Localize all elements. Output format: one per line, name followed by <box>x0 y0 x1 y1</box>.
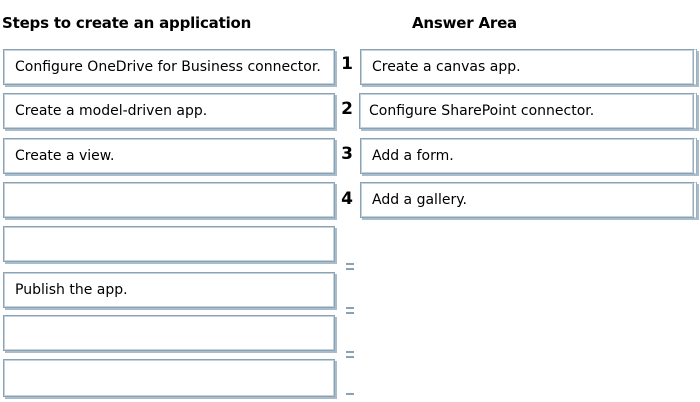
step-label: Create a model-driven app. <box>15 103 208 119</box>
step-item[interactable]: Create a model-driven app. <box>3 93 335 129</box>
drag-handle-icon[interactable] <box>346 263 354 270</box>
drag-handle-icon[interactable] <box>346 393 354 399</box>
step-item[interactable]: Create a view. <box>3 138 335 174</box>
answer-slot-2[interactable]: Configure SharePoint connector. <box>359 93 697 129</box>
step-empty-slot <box>3 359 335 397</box>
step-empty-slot <box>3 315 335 351</box>
drag-handle-icon[interactable] <box>346 351 354 358</box>
answer-slot-1[interactable]: Create a canvas app. <box>360 49 697 85</box>
order-number: 3 <box>341 144 353 164</box>
step-empty-slot <box>3 182 335 218</box>
answer-label: Create a canvas app. <box>372 59 521 75</box>
answer-slot-3[interactable]: Add a form. <box>360 138 697 174</box>
step-label: Configure OneDrive for Business connecto… <box>15 59 321 75</box>
drag-handle-icon[interactable] <box>346 307 354 314</box>
order-number: 4 <box>341 189 353 209</box>
order-number: 2 <box>341 99 353 119</box>
steps-heading: Steps to create an application <box>2 14 252 32</box>
step-label: Create a view. <box>15 148 115 164</box>
step-empty-slot <box>3 226 335 262</box>
answer-label: Configure SharePoint connector. <box>369 103 595 119</box>
answer-label: Add a form. <box>372 148 454 164</box>
answer-slot-4[interactable]: Add a gallery. <box>360 182 697 218</box>
step-item[interactable]: Configure OneDrive for Business connecto… <box>3 49 335 85</box>
step-label: Publish the app. <box>15 282 128 298</box>
step-item[interactable]: Publish the app. <box>3 272 335 308</box>
answer-area-heading: Answer Area <box>412 14 517 32</box>
answer-label: Add a gallery. <box>372 192 467 208</box>
order-number: 1 <box>341 54 353 74</box>
